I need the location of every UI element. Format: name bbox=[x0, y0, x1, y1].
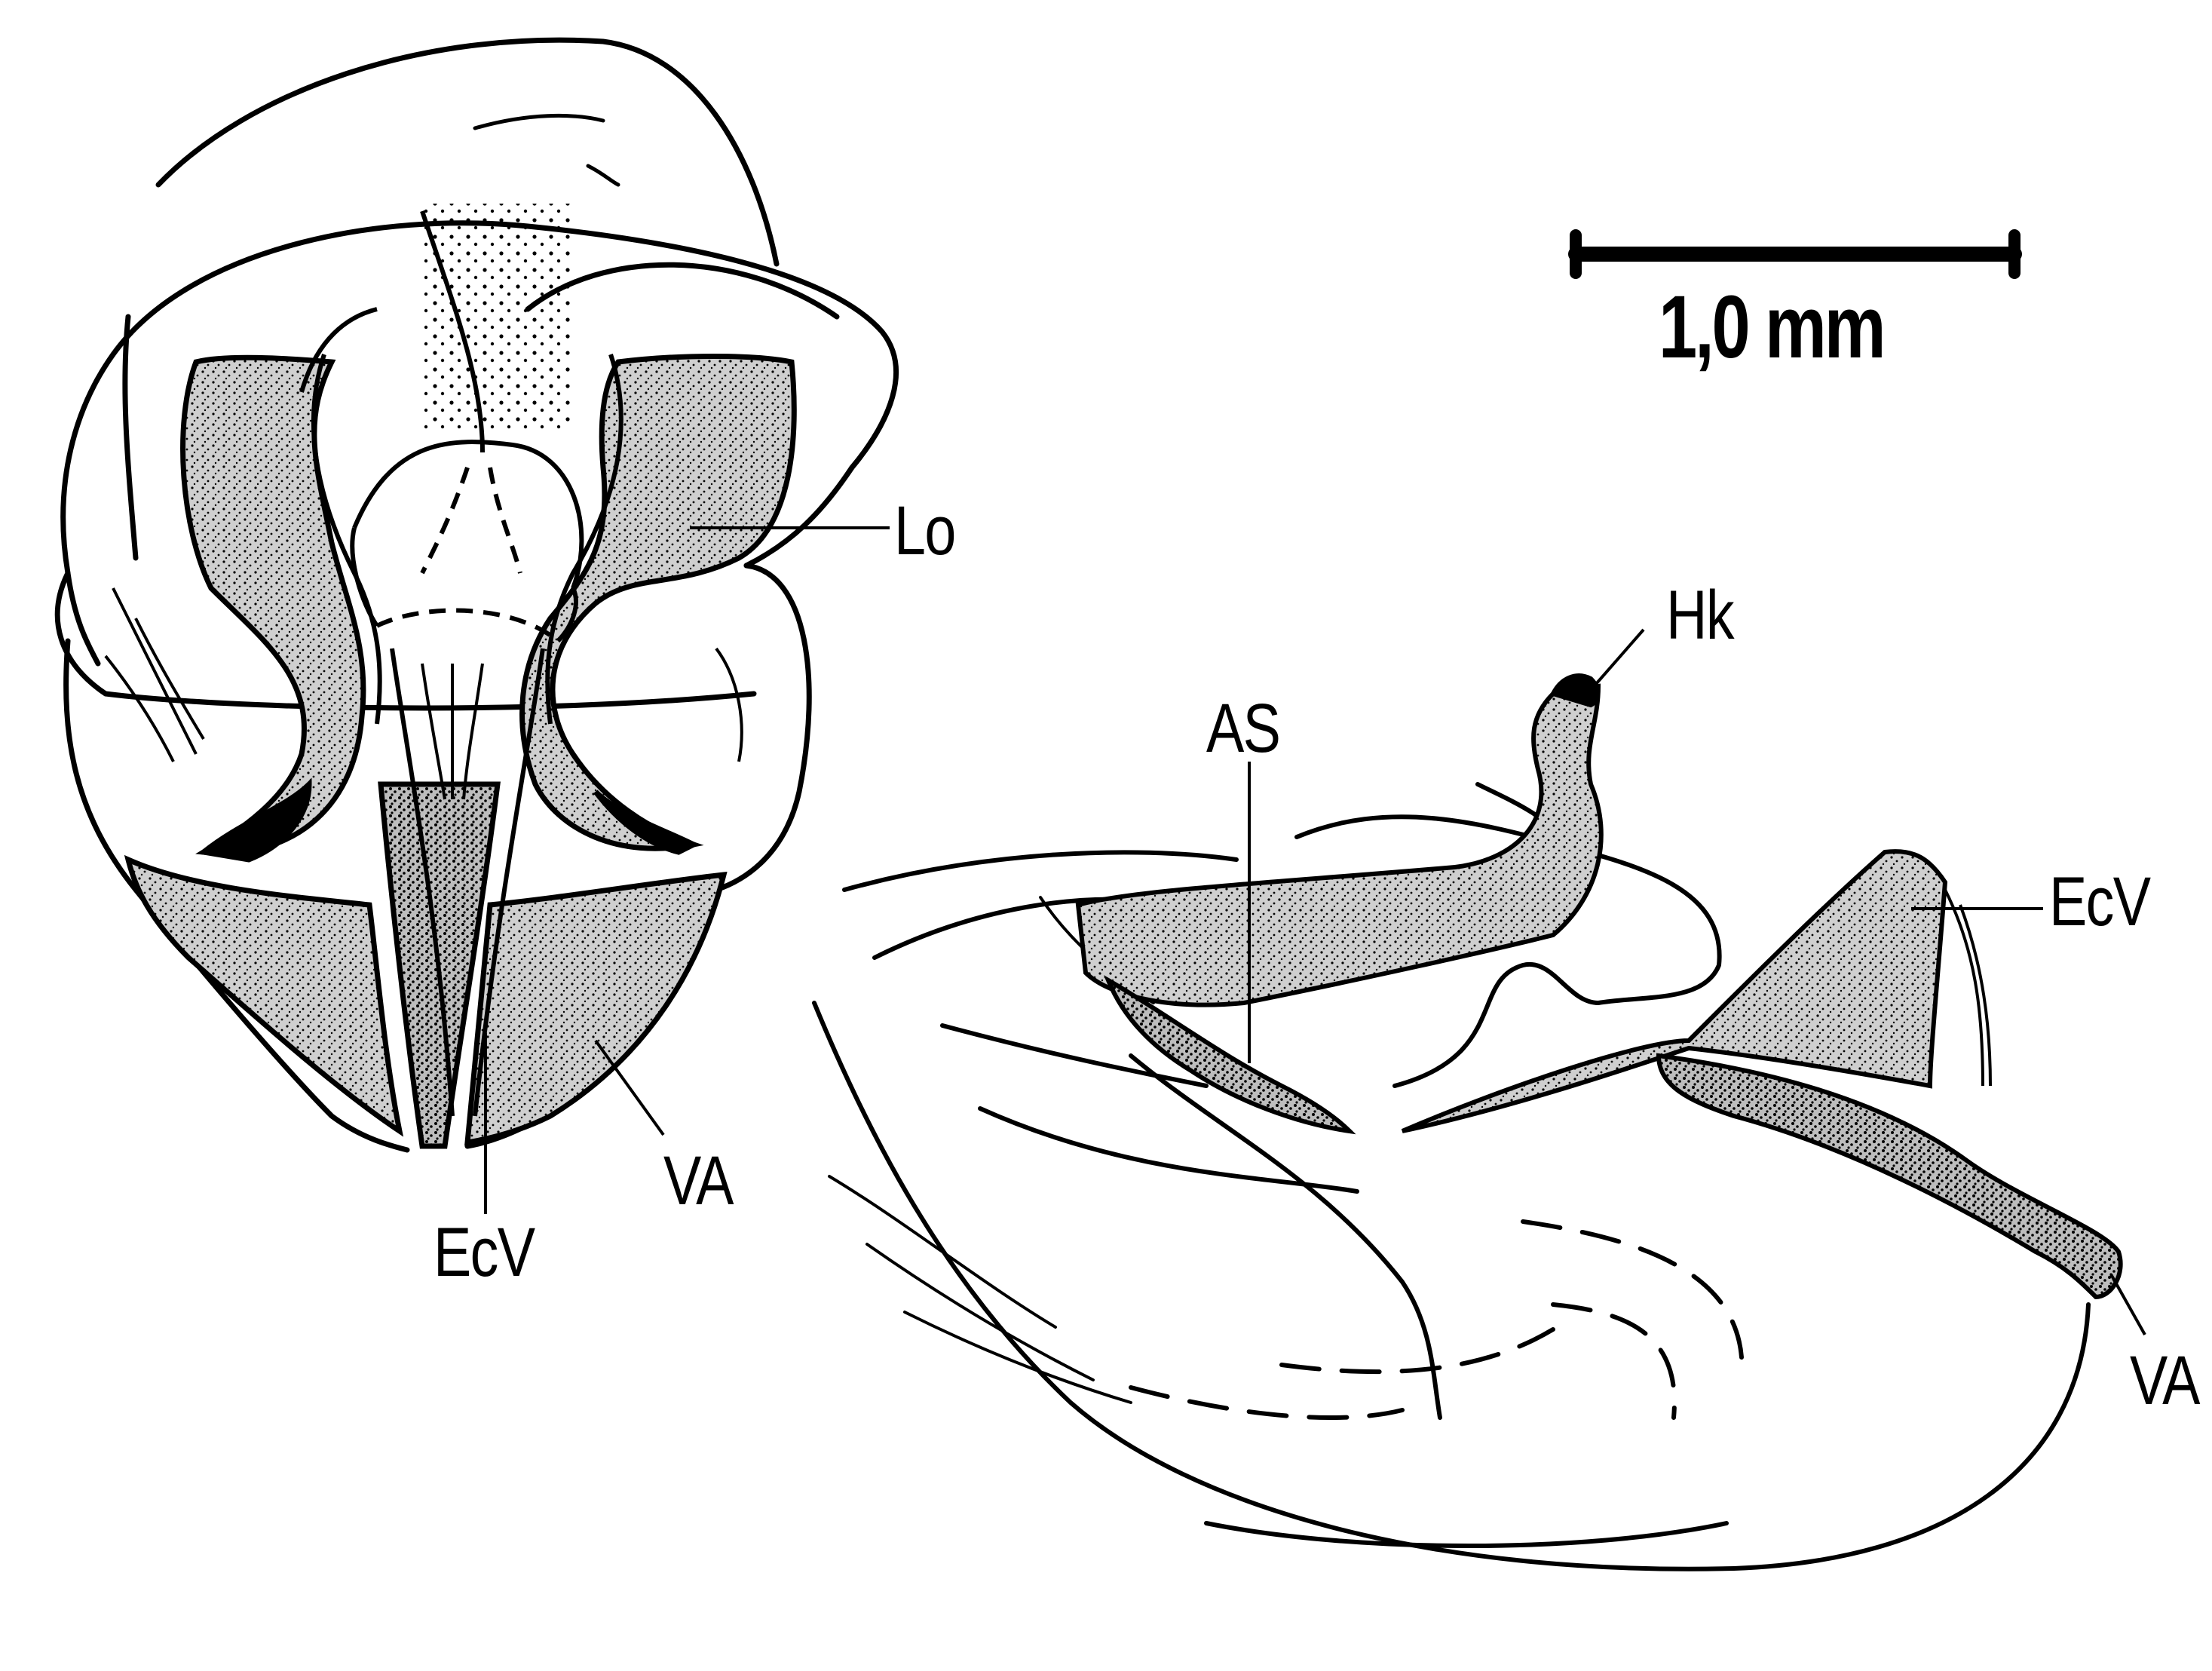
label-as: AS bbox=[1206, 690, 1281, 767]
label-lo: Lo bbox=[894, 492, 956, 569]
right-leader-lines bbox=[1248, 628, 2146, 1335]
label-hk: Hk bbox=[1666, 577, 1735, 654]
label-ecv-left: EcV bbox=[434, 1214, 535, 1291]
scale-bar bbox=[1568, 229, 2022, 279]
label-ecv-right: EcV bbox=[2049, 863, 2151, 940]
scale-bar-label: 1,0 mm bbox=[1659, 277, 1886, 377]
left-central-structures bbox=[104, 204, 743, 1117]
left-leader-lines bbox=[484, 526, 890, 1214]
label-va-right: VA bbox=[2130, 1342, 2200, 1419]
label-va-left: VA bbox=[663, 1142, 734, 1219]
right-sclerotized-regions bbox=[1075, 673, 2123, 1300]
left-sclerotized-regions bbox=[124, 354, 797, 1149]
